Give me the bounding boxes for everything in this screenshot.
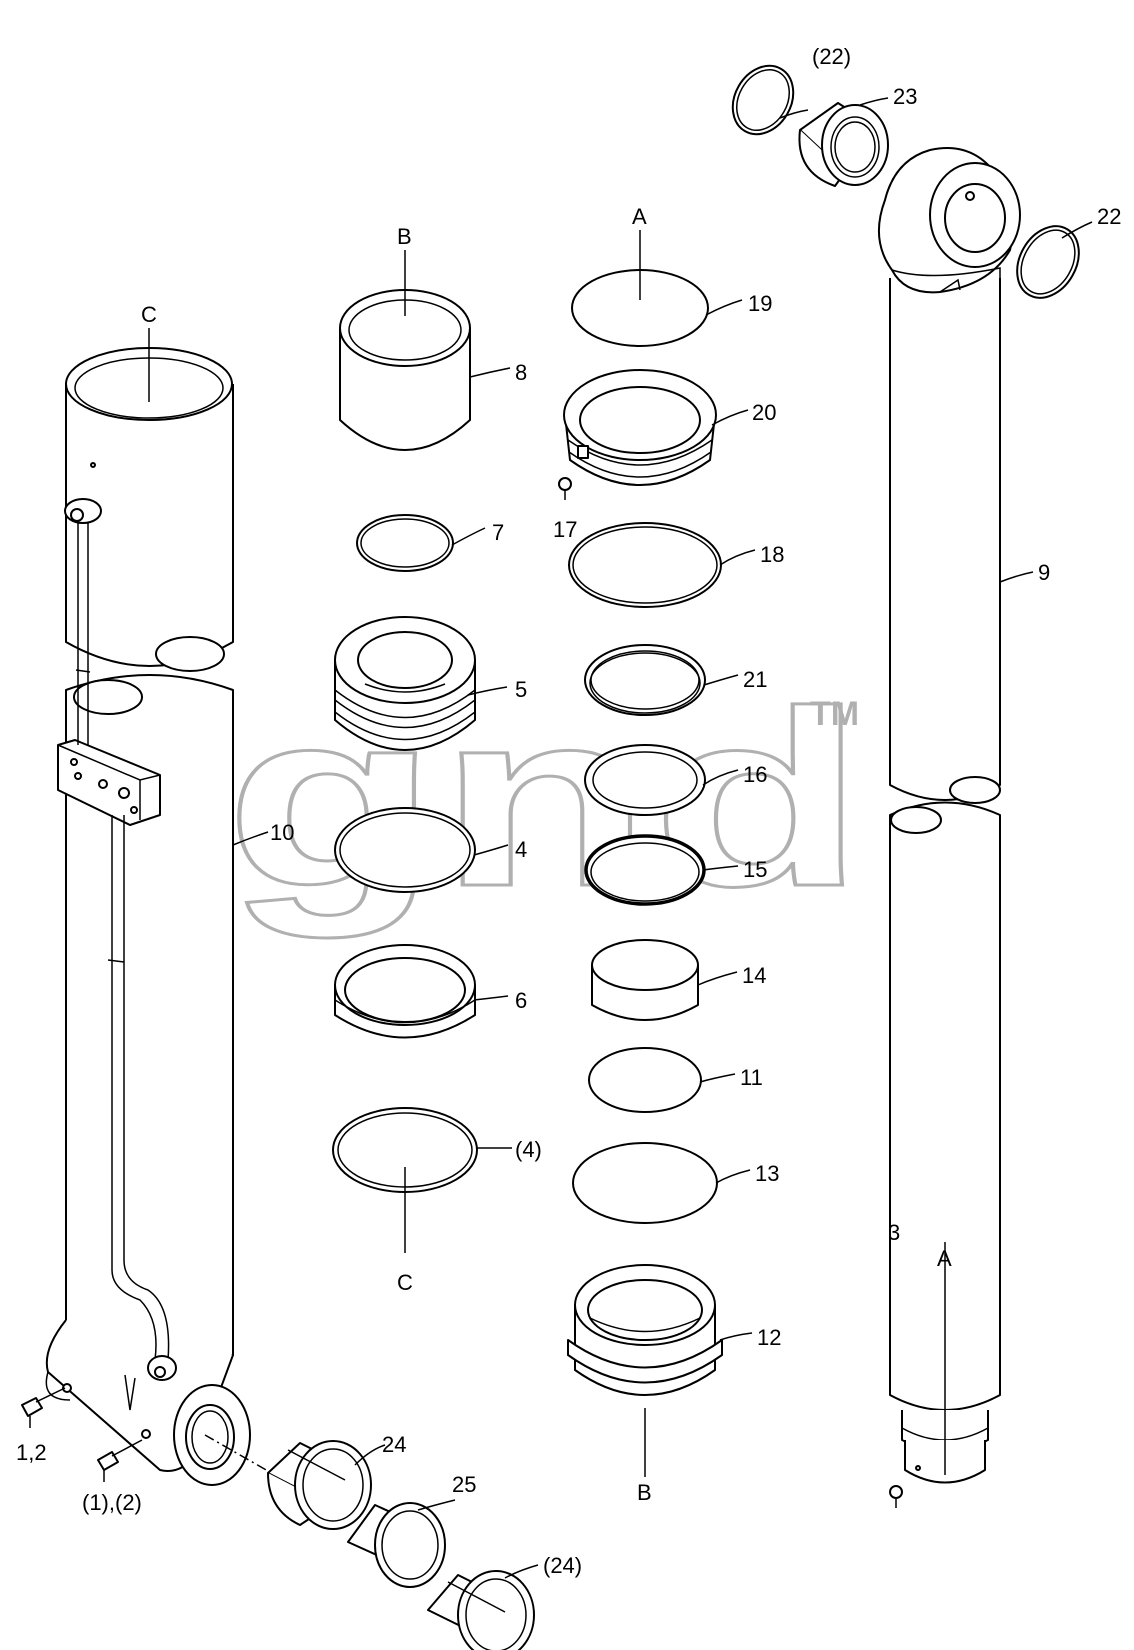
part-labels: C B A C B A 8 7 5 4 6 (4) 19 20 17 18 21… xyxy=(16,44,1121,1578)
label-part-21: 21 xyxy=(743,667,767,692)
ring-part-18 xyxy=(568,522,722,608)
ring-part-4 xyxy=(334,807,476,893)
label-part-6: 6 xyxy=(515,988,527,1013)
piston-rod-part-9 xyxy=(877,147,1021,1484)
grease-fitting-3 xyxy=(889,1485,903,1508)
ring-part-21 xyxy=(584,644,706,716)
label-part-1-2-ref: (1),(2) xyxy=(82,1490,142,1515)
bushing-part-24-ref xyxy=(427,1570,535,1650)
grease-fitting-1 xyxy=(21,1387,66,1428)
label-ref-b-top: B xyxy=(397,224,412,249)
gland-part-5 xyxy=(334,616,476,751)
label-part-16: 16 xyxy=(743,762,767,787)
label-part-20: 20 xyxy=(752,400,776,425)
watermark-tm: TM xyxy=(810,695,859,733)
label-part-24: 24 xyxy=(382,1432,406,1457)
label-part-11: 11 xyxy=(740,1065,763,1090)
label-part-10: 10 xyxy=(270,820,294,845)
wear-ring-part-14 xyxy=(591,939,699,1021)
label-part-8: 8 xyxy=(515,360,527,385)
label-part-1-2: 1,2 xyxy=(16,1440,47,1465)
label-part-12: 12 xyxy=(757,1325,781,1350)
label-part-22: 22 xyxy=(1097,204,1121,229)
bushing-part-25 xyxy=(347,1502,446,1588)
leader-lines xyxy=(148,97,1093,1579)
label-ref-b-bottom: B xyxy=(637,1480,652,1505)
label-part-14: 14 xyxy=(742,963,766,988)
label-part-19: 19 xyxy=(748,291,772,316)
watermark: gnd TM xyxy=(224,658,867,940)
label-part-4: 4 xyxy=(515,837,527,862)
seal-part-6 xyxy=(334,944,476,1039)
piston-part-20 xyxy=(563,369,717,486)
label-part-18: 18 xyxy=(760,542,784,567)
ring-part-15 xyxy=(584,834,706,906)
label-part-22-ref: (22) xyxy=(812,44,851,69)
label-part-24-ref: (24) xyxy=(543,1553,582,1578)
ring-part-16 xyxy=(584,744,706,816)
label-part-23: 23 xyxy=(893,84,917,109)
label-part-3: 3 xyxy=(888,1220,900,1245)
grease-fitting-2 xyxy=(97,1439,143,1482)
label-part-15: 15 xyxy=(743,857,767,882)
label-part-7: 7 xyxy=(492,520,504,545)
label-part-9: 9 xyxy=(1038,560,1050,585)
set-screw-part-17 xyxy=(558,477,572,500)
ring-part-11 xyxy=(588,1047,702,1113)
label-ref-c-bottom: C xyxy=(397,1270,413,1295)
label-ref-c-top: C xyxy=(141,302,157,327)
label-part-5: 5 xyxy=(515,677,527,702)
cylinder-tube-part-10 xyxy=(45,347,276,1486)
label-ref-a-bottom: A xyxy=(937,1246,952,1271)
bushing-part-23 xyxy=(798,102,889,187)
label-part-25: 25 xyxy=(452,1472,476,1497)
label-ref-a-top: A xyxy=(632,204,647,229)
snap-ring-part-22-ref xyxy=(731,64,795,136)
label-part-4-ref: (4) xyxy=(515,1137,542,1162)
watermark-text: gnd xyxy=(225,659,865,938)
label-part-13: 13 xyxy=(755,1161,779,1186)
label-part-17: 17 xyxy=(553,517,577,542)
ring-part-13 xyxy=(572,1142,718,1224)
piston-nut-part-12 xyxy=(567,1264,723,1396)
o-ring-part-7 xyxy=(356,514,454,572)
snap-ring-part-22 xyxy=(1016,225,1080,299)
bushing-part-8 xyxy=(339,289,471,451)
bushing-part-24 xyxy=(267,1440,372,1530)
